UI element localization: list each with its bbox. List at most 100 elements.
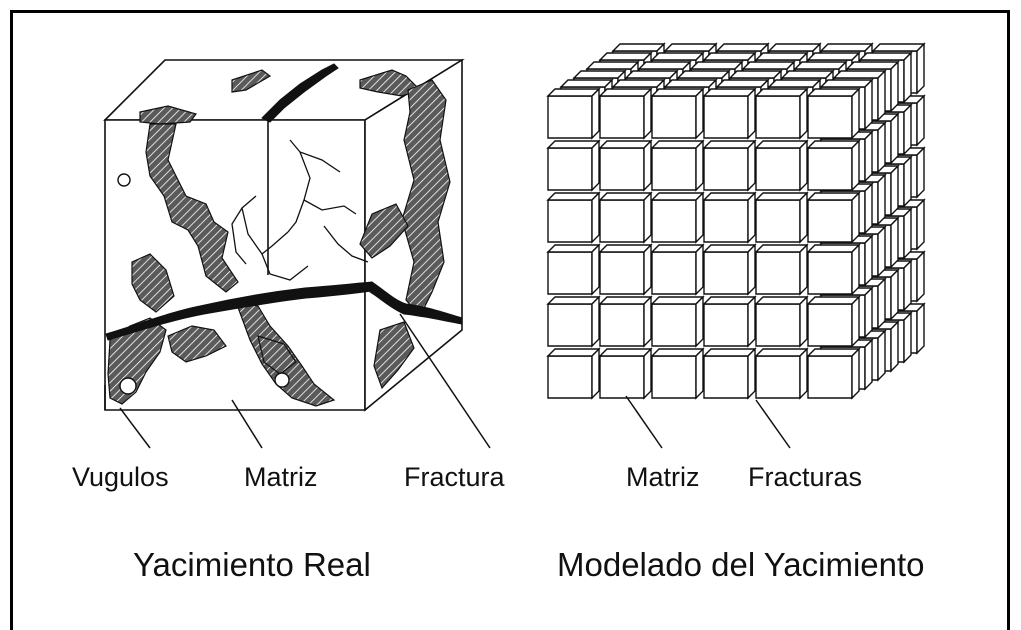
- main-fractures: [105, 63, 463, 341]
- grid-cube-side: [695, 191, 704, 244]
- grid-cube-front: [599, 251, 645, 295]
- grid-cube-side: [890, 268, 899, 321]
- caption-modelado: Modelado del Yacimiento: [557, 546, 925, 583]
- grid-cube-top: [767, 79, 822, 88]
- grid-cube-top: [819, 43, 874, 52]
- grid-cube-top: [546, 88, 601, 97]
- grid-cube-top: [650, 244, 705, 253]
- grid-cube-side: [864, 234, 873, 287]
- grid-cube-top: [702, 296, 757, 305]
- matriz-model-leader: [625, 395, 663, 449]
- grid-cube-front: [651, 355, 697, 399]
- grid-cube-top: [806, 296, 861, 305]
- grid-cube-front: [547, 199, 593, 243]
- grid-cube-side: [747, 243, 756, 296]
- grid-cube-front: [651, 303, 697, 347]
- grid-cube-side: [643, 295, 652, 348]
- grid-cube-top: [546, 244, 601, 253]
- grid-cube-side: [903, 259, 912, 312]
- grid-cube-top: [598, 296, 653, 305]
- grid-cube-side: [591, 87, 600, 140]
- grid-cube-top: [806, 348, 861, 357]
- grid-cube-side: [695, 87, 704, 140]
- grid-cube-side: [643, 87, 652, 140]
- grid-cube-front: [755, 95, 801, 139]
- grid-cube-side: [864, 130, 873, 183]
- grid-cube-side: [877, 121, 886, 174]
- grid-cube-side: [799, 191, 808, 244]
- grid-cube-front: [807, 147, 853, 191]
- grid-cube-side: [747, 347, 756, 400]
- label-matriz-model: Matriz: [626, 462, 700, 492]
- matriz-real-leader: [231, 399, 263, 449]
- grid-cube-side: [799, 347, 808, 400]
- grid-cube-front: [599, 147, 645, 191]
- model-grid: [546, 42, 926, 400]
- grid-cube-top: [624, 70, 679, 79]
- figure-frame: [10, 10, 1010, 630]
- grid-cube-side: [916, 42, 925, 95]
- grid-cube-side: [877, 173, 886, 226]
- grid-cube-top: [780, 70, 835, 79]
- grid-cube-top: [871, 43, 926, 52]
- grid-cube-side: [695, 295, 704, 348]
- grid-cube-side: [643, 139, 652, 192]
- grid-cube-top: [663, 43, 718, 52]
- grid-cube-side: [643, 243, 652, 296]
- grid-cube-top: [637, 61, 692, 70]
- grid-cube-front: [703, 251, 749, 295]
- vug-zones: [107, 69, 451, 407]
- caption-yacimiento-real: Yacimiento Real: [133, 546, 371, 583]
- grid-cube-top: [715, 79, 770, 88]
- label-matriz-real: Matriz: [244, 462, 318, 492]
- grid-cube-top: [741, 61, 796, 70]
- grid-cube-front: [755, 355, 801, 399]
- grid-cube-top: [754, 52, 809, 61]
- grid-cube-side: [799, 139, 808, 192]
- grid-cube-top: [650, 88, 705, 97]
- grid-cube-side: [851, 295, 860, 348]
- fracturas-leader: [755, 399, 791, 449]
- grid-cube-top: [546, 348, 601, 357]
- grid-cube-front: [807, 355, 853, 399]
- vugulos-leader: [119, 407, 151, 449]
- grid-cube-side: [643, 347, 652, 400]
- grid-cube-top: [806, 52, 861, 61]
- grid-cube-side: [851, 243, 860, 296]
- grid-cube-top: [598, 140, 653, 149]
- grid-cube-top: [702, 192, 757, 201]
- grid-cube-front: [547, 147, 593, 191]
- grid-cube-front: [547, 95, 593, 139]
- grid-cube-side: [695, 243, 704, 296]
- grid-cube-side: [903, 51, 912, 104]
- grid-cube-front: [703, 147, 749, 191]
- grid-cube-side: [851, 87, 860, 140]
- grid-cube-side: [695, 139, 704, 192]
- grid-cube-top: [754, 296, 809, 305]
- grid-cube-front: [547, 251, 593, 295]
- model-leader-lines: [625, 395, 791, 449]
- grid-cube-front: [651, 199, 697, 243]
- grid-cube-side: [799, 87, 808, 140]
- grid-cube-top: [793, 61, 848, 70]
- grid-cube-top: [702, 52, 757, 61]
- grid-cube-front: [755, 199, 801, 243]
- vug-circle-1: [117, 173, 131, 187]
- grid-cube-top: [546, 140, 601, 149]
- grid-cube-side: [916, 146, 925, 199]
- grid-cube-top: [650, 140, 705, 149]
- grid-cube-side: [747, 191, 756, 244]
- grid-cube-side: [643, 191, 652, 244]
- grid-cube-top: [806, 192, 861, 201]
- grid-cube-top: [598, 244, 653, 253]
- grid-cube-front: [807, 303, 853, 347]
- grid-cube-side: [903, 155, 912, 208]
- grid-cube-top: [728, 70, 783, 79]
- grid-cube-top: [598, 88, 653, 97]
- grid-cube-top: [650, 296, 705, 305]
- grid-cube-top: [663, 79, 718, 88]
- grid-cube-front: [755, 147, 801, 191]
- grid-cube-front: [599, 355, 645, 399]
- grid-cube-front: [807, 95, 853, 139]
- grid-cube-top: [767, 43, 822, 52]
